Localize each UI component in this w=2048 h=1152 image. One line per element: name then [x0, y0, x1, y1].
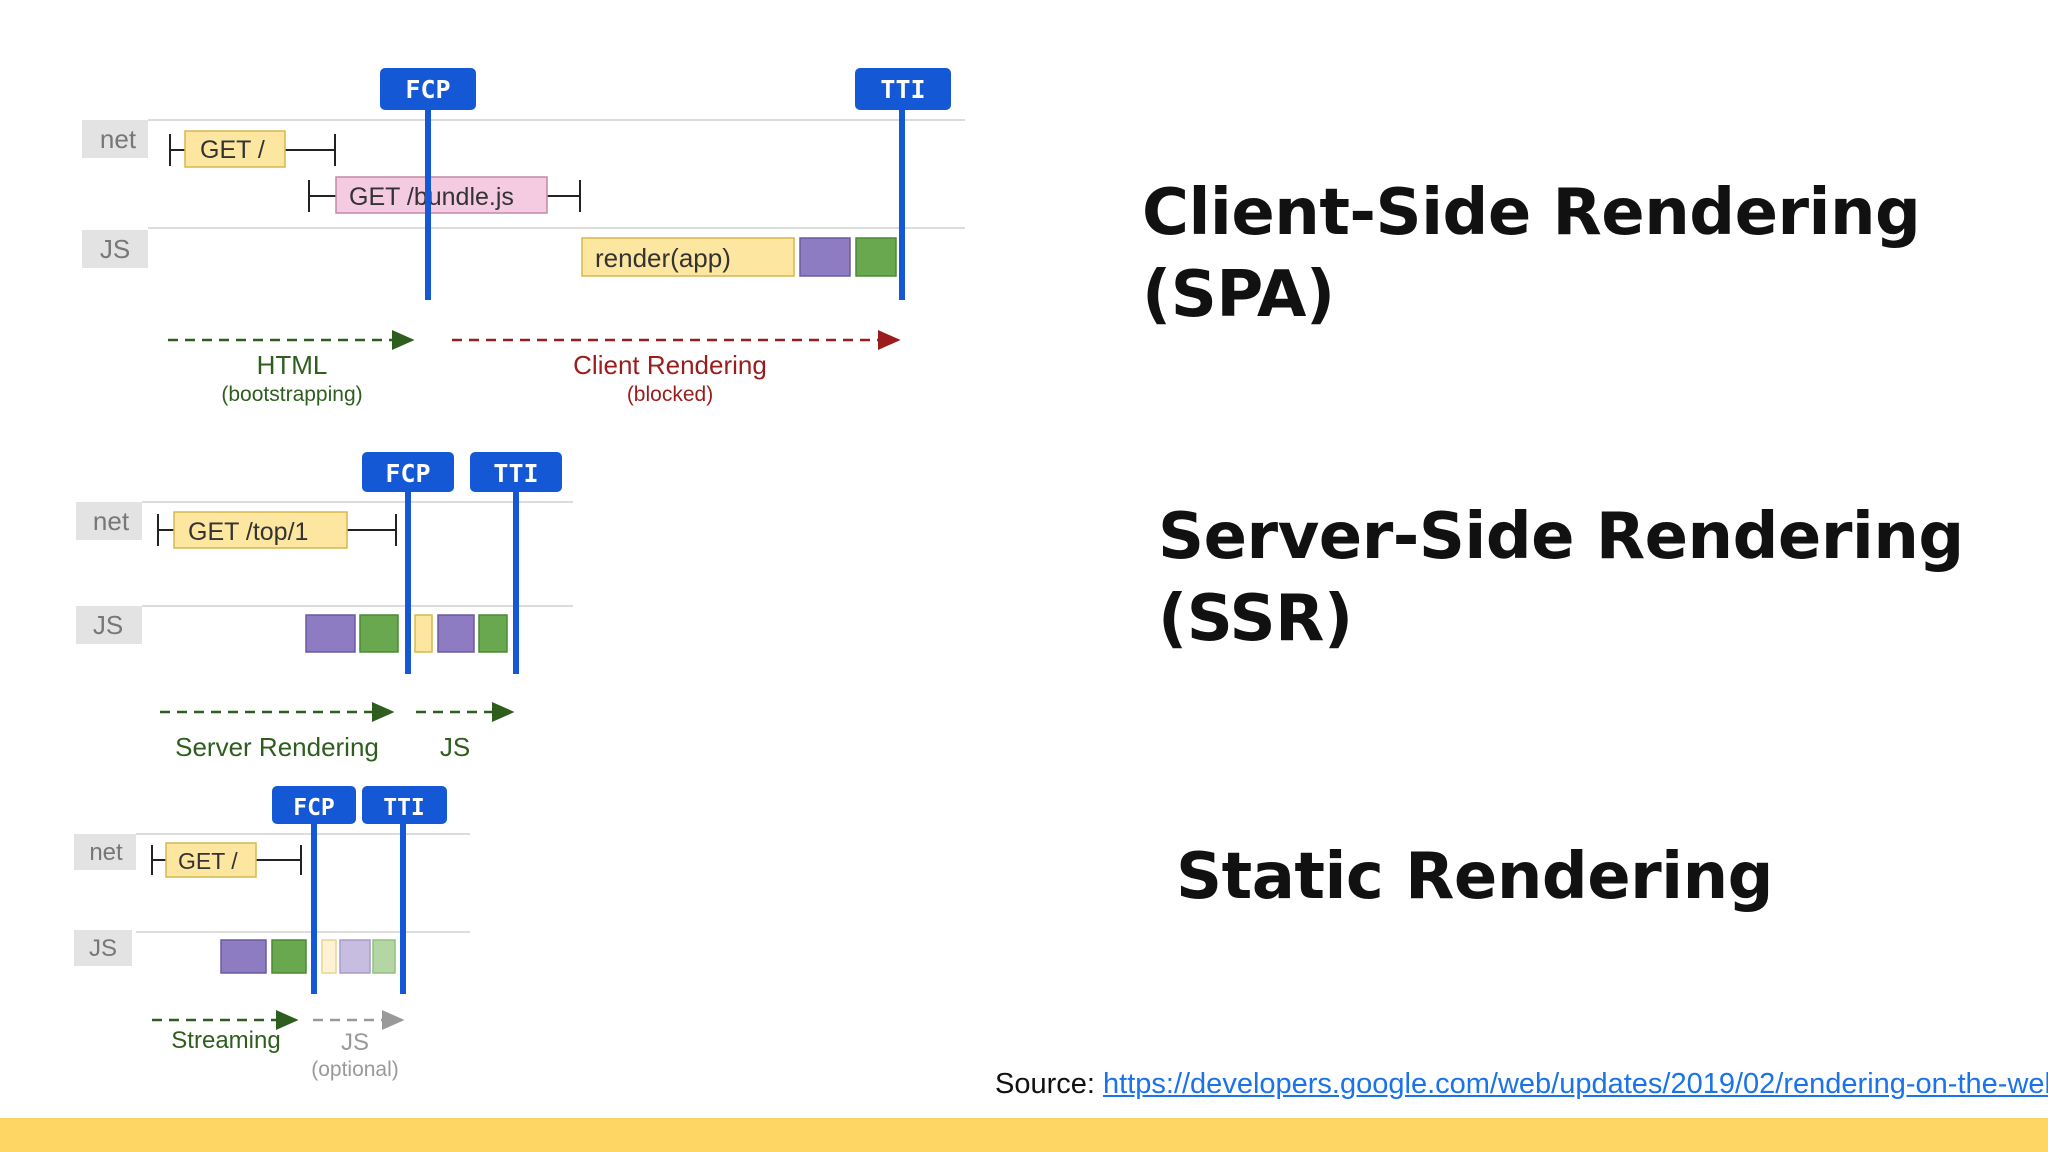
ssr-green-block-1: [359, 614, 399, 653]
csr-js-label: JS: [100, 234, 130, 264]
ssr-yellow-block: [414, 614, 433, 653]
ssr-diagram: net JS GET /top/1 FCP TTI Server Renderi…: [76, 452, 573, 762]
csr-phase-client: Client Rendering: [573, 350, 767, 380]
csr-get-bundle-label: GET /bundle.js: [349, 183, 514, 211]
static-js-label: JS: [89, 935, 117, 962]
static-phase-js: JS: [341, 1029, 369, 1056]
ssr-js-label-box: [76, 606, 142, 644]
static-faded-purple-block: [339, 939, 371, 974]
csr-phase-html-sub: (bootstrapping): [221, 383, 362, 406]
ssr-green-block-2: [478, 614, 508, 653]
static-get-label: GET /: [178, 848, 238, 874]
csr-get-root-label: GET /: [200, 136, 265, 164]
csr-request-bundle: [308, 180, 581, 212]
static-purple-block: [220, 939, 267, 974]
static-tti-badge: [362, 786, 447, 824]
csr-net-label-box: [82, 120, 148, 158]
csr-phase-client-sub: (blocked): [627, 383, 713, 406]
csr-render-app-bar: [581, 237, 795, 277]
source-citation: Source: https://developers.google.com/we…: [995, 1068, 2048, 1101]
csr-tti-label: TTI: [880, 75, 925, 104]
csr-fcp-label: FCP: [405, 75, 450, 104]
csr-get-bundle-bar: [335, 176, 548, 214]
csr-net-label: net: [100, 124, 137, 154]
ssr-js-label: JS: [93, 610, 123, 640]
csr-phase-html: HTML: [257, 350, 328, 380]
csr-request-get-root: [169, 134, 336, 166]
ssr-title-line2: (SSR): [1158, 582, 1353, 656]
csr-green-block: [855, 237, 897, 277]
ssr-phase-js: JS: [440, 732, 470, 762]
static-get-bar: [165, 842, 257, 878]
ssr-net-label: net: [93, 506, 130, 536]
static-tti-label: TTI: [383, 795, 425, 821]
static-phase-js-sub: (optional): [311, 1058, 399, 1081]
ssr-get-label: GET /top/1: [188, 518, 308, 546]
csr-purple-block: [799, 237, 851, 277]
bottom-accent-bar: [0, 1118, 2048, 1152]
csr-render-app-label: render(app): [595, 243, 731, 273]
csr-js-label-box: [82, 230, 148, 268]
csr-title-line1: Client-Side Rendering: [1142, 176, 1921, 250]
static-js-label-box: [74, 930, 132, 966]
ssr-fcp-label: FCP: [385, 459, 430, 488]
csr-tti-badge: [855, 68, 951, 110]
static-net-label: net: [89, 839, 123, 866]
static-faded-green-block: [372, 939, 396, 974]
static-fcp-badge: [272, 786, 356, 824]
static-green-block: [271, 939, 307, 974]
csr-get-root-bar: [184, 130, 286, 168]
ssr-get-bar: [173, 511, 348, 549]
ssr-title-line1: Server-Side Rendering: [1158, 500, 1964, 574]
csr-fcp-badge: [380, 68, 476, 110]
ssr-tti-label: TTI: [493, 459, 538, 488]
ssr-purple-block-2: [437, 614, 475, 653]
ssr-fcp-badge: [362, 452, 454, 492]
ssr-phase-server: Server Rendering: [175, 732, 379, 762]
static-phase-streaming: Streaming: [171, 1027, 280, 1054]
ssr-request-get: [157, 514, 397, 546]
source-prefix: Source:: [995, 1068, 1095, 1100]
static-fcp-label: FCP: [293, 795, 335, 821]
static-request-get: [151, 845, 302, 875]
static-net-label-box: [74, 834, 136, 870]
ssr-purple-block-1: [305, 614, 356, 653]
static-faded-yellow-block: [321, 939, 337, 974]
ssr-tti-badge: [470, 452, 562, 492]
csr-title-line2: (SPA): [1142, 258, 1335, 332]
static-title: Static Rendering: [1176, 840, 1773, 914]
csr-diagram: net JS GET / GET /bundle.js render(app): [82, 68, 965, 406]
rendering-timelines: net JS GET / GET /bundle.js render(app): [74, 68, 965, 1081]
source-link[interactable]: https://developers.google.com/web/update…: [1103, 1068, 2048, 1100]
ssr-net-label-box: [76, 502, 142, 540]
static-diagram: net JS GET / FCP TTI Streaming JS (optio…: [74, 786, 470, 1081]
